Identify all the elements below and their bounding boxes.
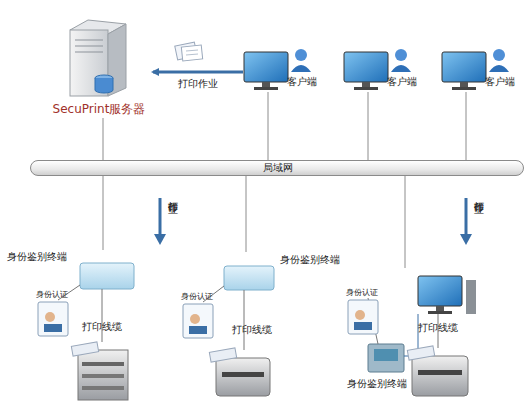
node-text: 身份鉴别终端 — [347, 378, 407, 390]
client-node: 客户端 — [441, 42, 521, 92]
network-link — [103, 176, 104, 250]
job-arrow — [154, 198, 472, 245]
printer — [71, 342, 468, 400]
auth-terminal — [80, 263, 476, 372]
badge-text: 身份认证 — [346, 288, 378, 298]
node-text: 客户端 — [485, 76, 515, 88]
network-link — [405, 176, 406, 268]
terminal-node: 身份鉴别终端 — [5, 250, 137, 292]
badge-text: 身份认证 — [181, 292, 213, 302]
node-text: 身份鉴别终端 — [280, 254, 340, 266]
print-cable — [102, 289, 438, 350]
cable-text: 打印线缆 — [232, 324, 272, 336]
network-link — [103, 118, 104, 160]
job-arrow — [153, 71, 243, 74]
badge-text: 身份认证 — [36, 290, 68, 300]
node-text: SecuPrint服务器 — [45, 102, 153, 116]
node-text: 局域网 — [31, 162, 525, 174]
edge-label: 打印作业 — [178, 78, 218, 90]
server-node: SecuPrint服务器 — [45, 18, 153, 118]
cable-text: 打印线缆 — [418, 322, 458, 334]
network-link — [368, 92, 369, 160]
document-icon — [175, 42, 203, 61]
lan-band: 局域网 — [30, 160, 524, 176]
network-link — [466, 92, 467, 160]
node-text: 客户端 — [287, 76, 317, 88]
server-icon — [70, 20, 126, 96]
job-text: 打印作业 — [472, 193, 484, 197]
network-link — [268, 92, 269, 160]
network-link — [246, 176, 247, 252]
client-node: 客户端 — [343, 42, 423, 92]
cable-text: 打印线缆 — [82, 321, 122, 333]
terminal-node: 身份鉴别终端 — [218, 252, 360, 292]
node-text: 客户端 — [387, 76, 417, 88]
id-badge — [38, 285, 378, 344]
job-text: 打印作业 — [166, 193, 178, 197]
client-node: 客户端 — [243, 42, 323, 92]
node-text: 身份鉴别终端 — [7, 251, 67, 263]
